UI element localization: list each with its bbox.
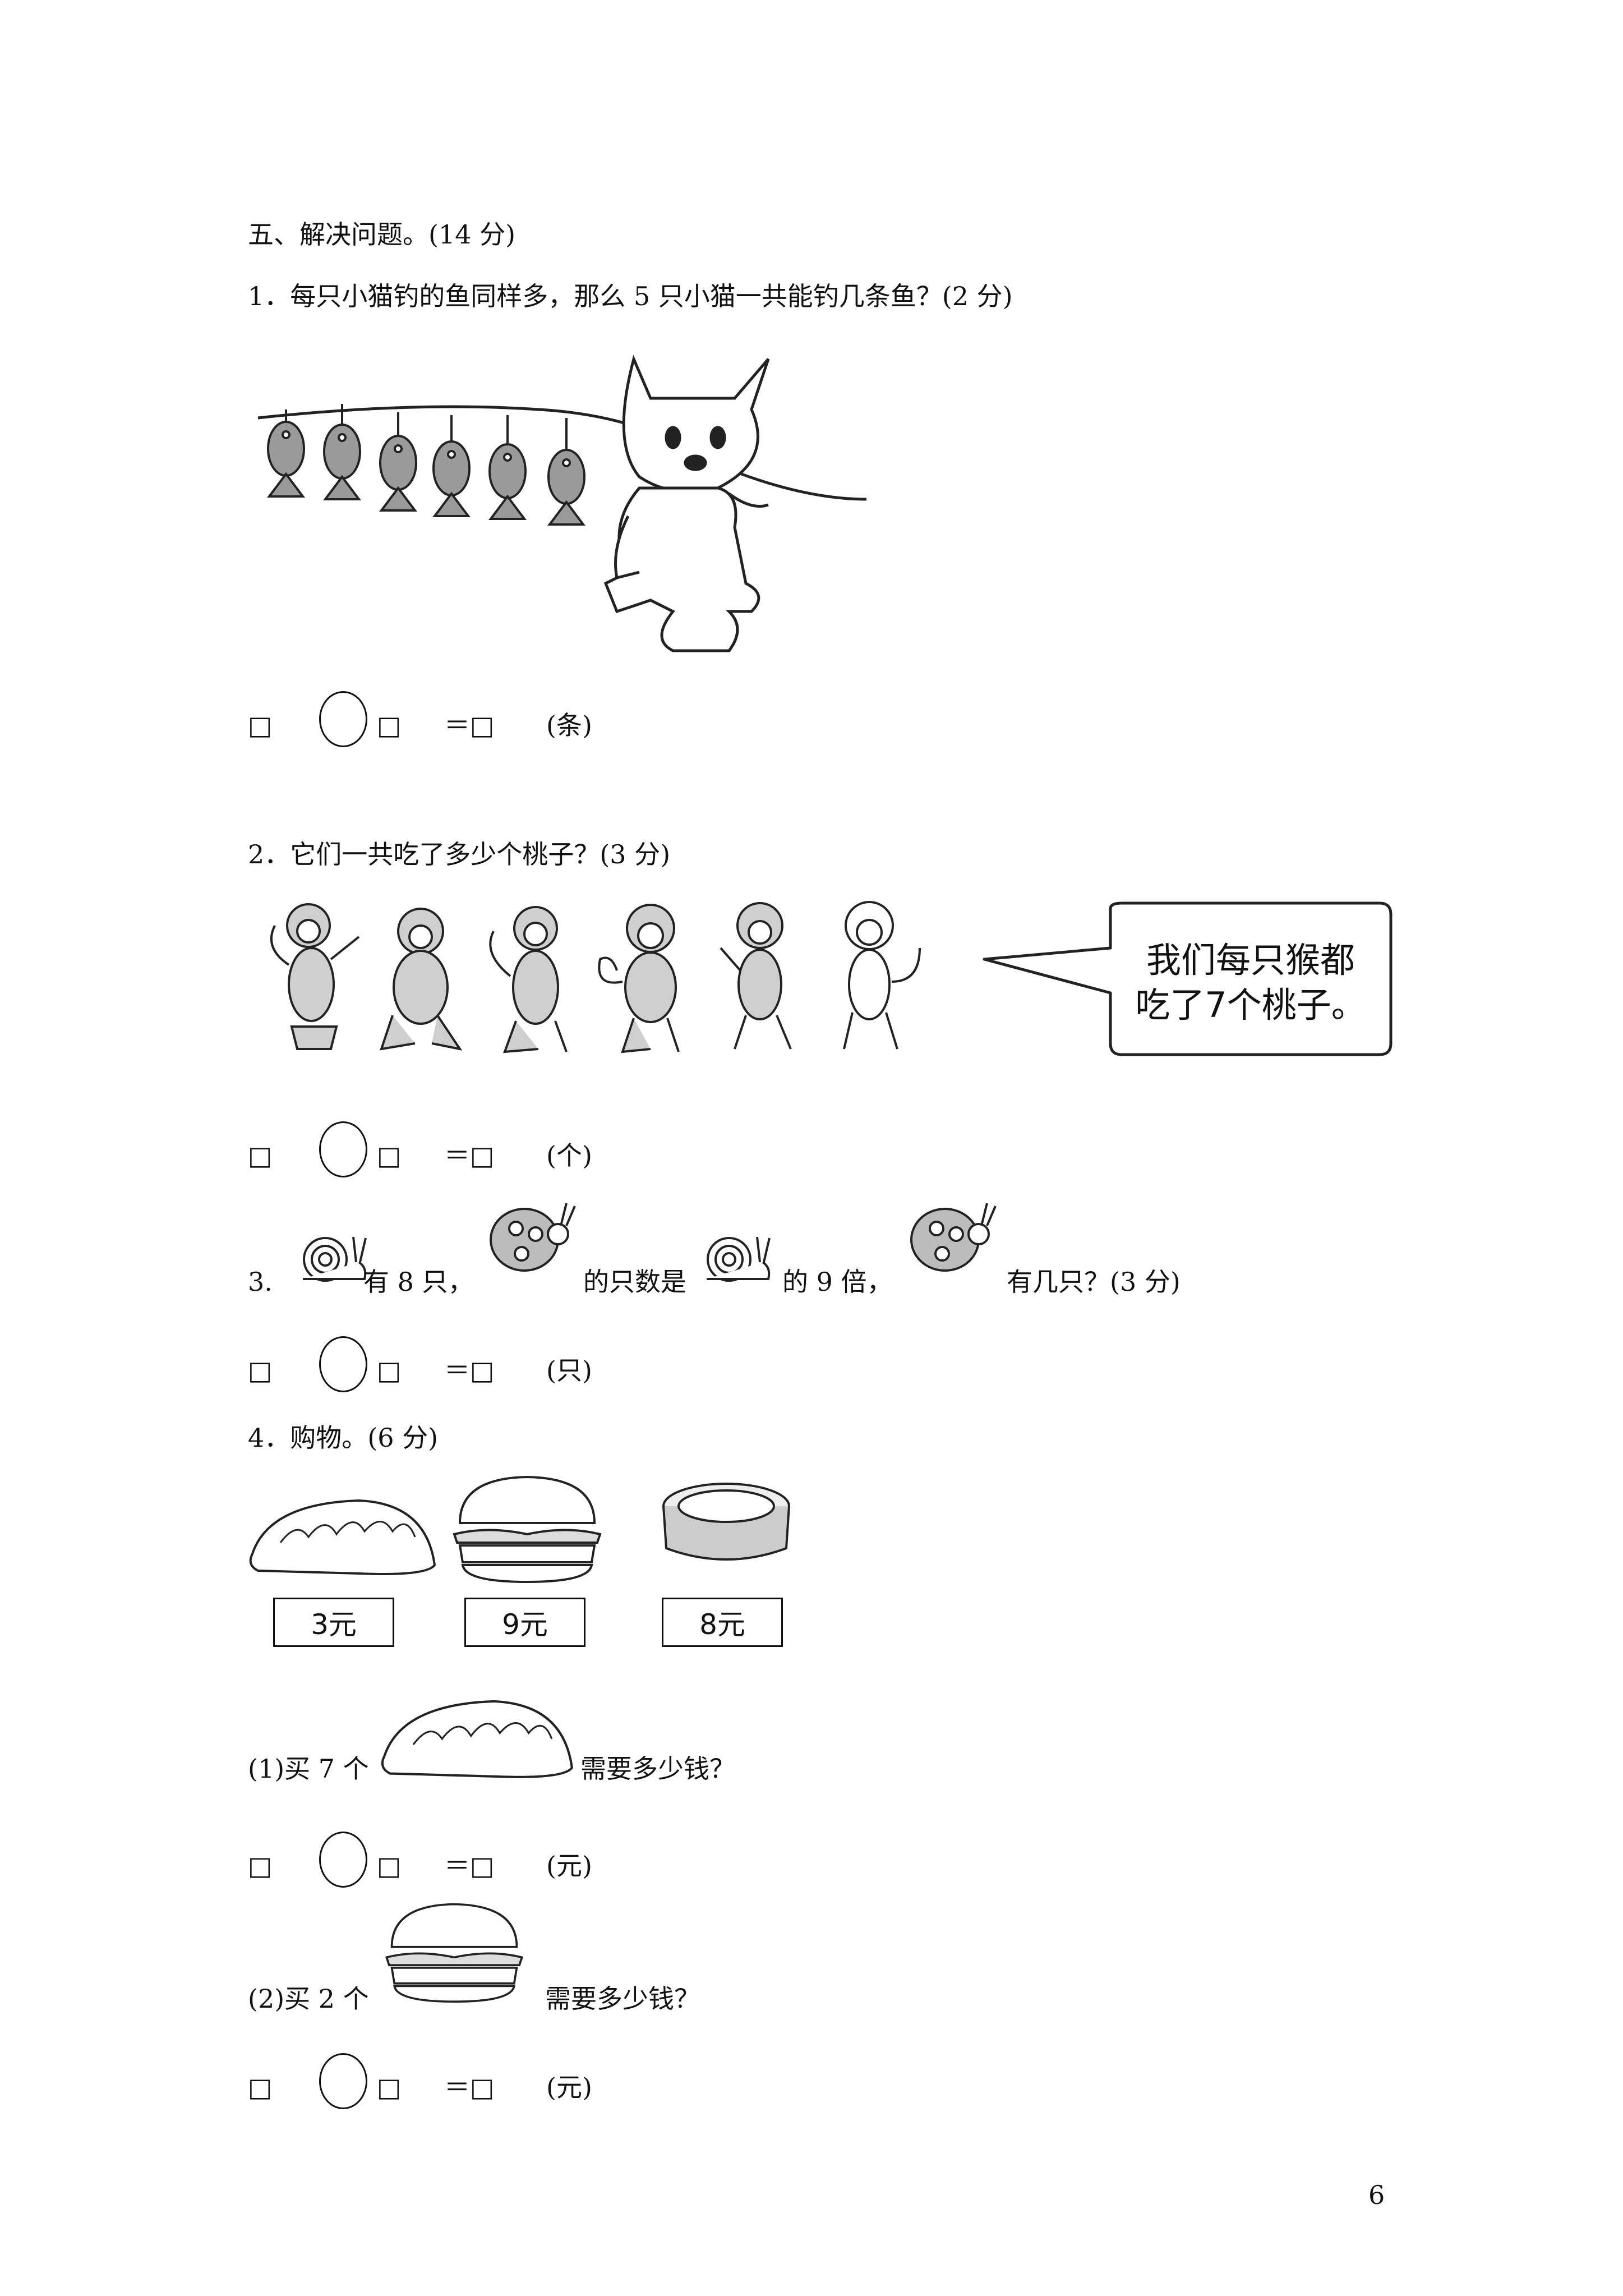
q3-answer-box-2[interactable]: □ bbox=[377, 1355, 402, 1386]
q2-unit: (个) bbox=[546, 1140, 592, 1171]
q4-sub2-unit: (元) bbox=[546, 2072, 592, 2102]
q2-result-box[interactable]: ＝□ bbox=[444, 1140, 495, 1171]
q1-unit: (条) bbox=[546, 710, 592, 740]
q1-answer-box-1[interactable]: □ bbox=[248, 710, 273, 740]
q3-text-4: 有几只？(3 分) bbox=[1007, 1267, 1181, 1297]
mooncake-price: 8元 bbox=[662, 1598, 783, 1647]
q4-sub2-text-pre: (2)买 2 个 bbox=[248, 1984, 369, 2014]
q1-result-box[interactable]: ＝□ bbox=[444, 710, 495, 740]
question-4-text: 4．购物。(6 分) bbox=[248, 1423, 439, 1453]
q4-sub1-result-box[interactable]: ＝□ bbox=[444, 1851, 495, 1881]
q4-sub1-answer-box-2[interactable]: □ bbox=[377, 1851, 402, 1881]
q4-sub1-text-pre: (1)买 7 个 bbox=[248, 1754, 369, 1784]
q4-sub2-result-box[interactable]: ＝□ bbox=[444, 2072, 495, 2102]
q2-answer-box-1[interactable]: □ bbox=[248, 1140, 273, 1171]
snail-icon bbox=[707, 1236, 771, 1282]
burger-icon bbox=[453, 1475, 602, 1584]
speech-bubble bbox=[983, 901, 1393, 1056]
speech-line-1: 我们每只猴都 bbox=[1146, 940, 1355, 981]
q3-unit: (只) bbox=[546, 1355, 592, 1386]
bread-price: 3元 bbox=[273, 1598, 394, 1647]
burger-price: 9元 bbox=[464, 1598, 585, 1647]
q3-text-2: 的只数是 bbox=[583, 1267, 686, 1297]
question-2-text: 2．它们一共吃了多少个桃子？(3 分) bbox=[248, 839, 671, 869]
q1-answer-box-2[interactable]: □ bbox=[377, 710, 402, 740]
bread-icon bbox=[381, 1700, 574, 1778]
q3-result-box[interactable]: ＝□ bbox=[444, 1355, 495, 1386]
mooncake-icon bbox=[662, 1483, 790, 1561]
question-1-text: 1．每只小猫钓的鱼同样多，那么 5 只小猫一共能钓几条鱼？(2 分) bbox=[248, 281, 1013, 311]
ladybug-icon bbox=[910, 1203, 997, 1272]
q4-sub2-text-post: 需要多少钱？ bbox=[545, 1984, 700, 2014]
q4-sub1-answer-box-1[interactable]: □ bbox=[248, 1851, 273, 1881]
snail-icon bbox=[303, 1236, 367, 1282]
bread-icon bbox=[249, 1499, 436, 1575]
q4-sub1-unit: (元) bbox=[546, 1851, 592, 1881]
q4-sub1-text-post: 需要多少钱？ bbox=[580, 1754, 735, 1784]
q3-answer-box-1[interactable]: □ bbox=[248, 1355, 273, 1386]
q2-operator-circle[interactable] bbox=[319, 1121, 367, 1177]
burger-icon bbox=[385, 1903, 524, 2003]
ladybug-icon bbox=[490, 1203, 576, 1272]
q2-answer-box-2[interactable]: □ bbox=[377, 1140, 402, 1171]
q4-sub2-operator-circle[interactable] bbox=[319, 2053, 367, 2109]
q3-text-3: 的 9 倍， bbox=[782, 1267, 893, 1297]
six-monkeys-illustration bbox=[270, 901, 921, 1053]
q3-text-1: 有 8 只， bbox=[363, 1267, 474, 1297]
speech-line-2: 吃了7个桃子。 bbox=[1135, 984, 1366, 1025]
page-number: 6 bbox=[1368, 2180, 1385, 2210]
q1-operator-circle[interactable] bbox=[319, 691, 367, 747]
q3-number: 3. bbox=[248, 1267, 273, 1297]
q4-sub2-answer-box-1[interactable]: □ bbox=[248, 2072, 273, 2102]
q4-sub2-answer-box-2[interactable]: □ bbox=[377, 2072, 402, 2102]
section-title: 五、解决问题。(14 分) bbox=[248, 219, 516, 250]
q3-operator-circle[interactable] bbox=[319, 1336, 367, 1392]
q4-sub1-operator-circle[interactable] bbox=[319, 1832, 367, 1888]
cat-carrying-fish-illustration bbox=[257, 355, 867, 652]
